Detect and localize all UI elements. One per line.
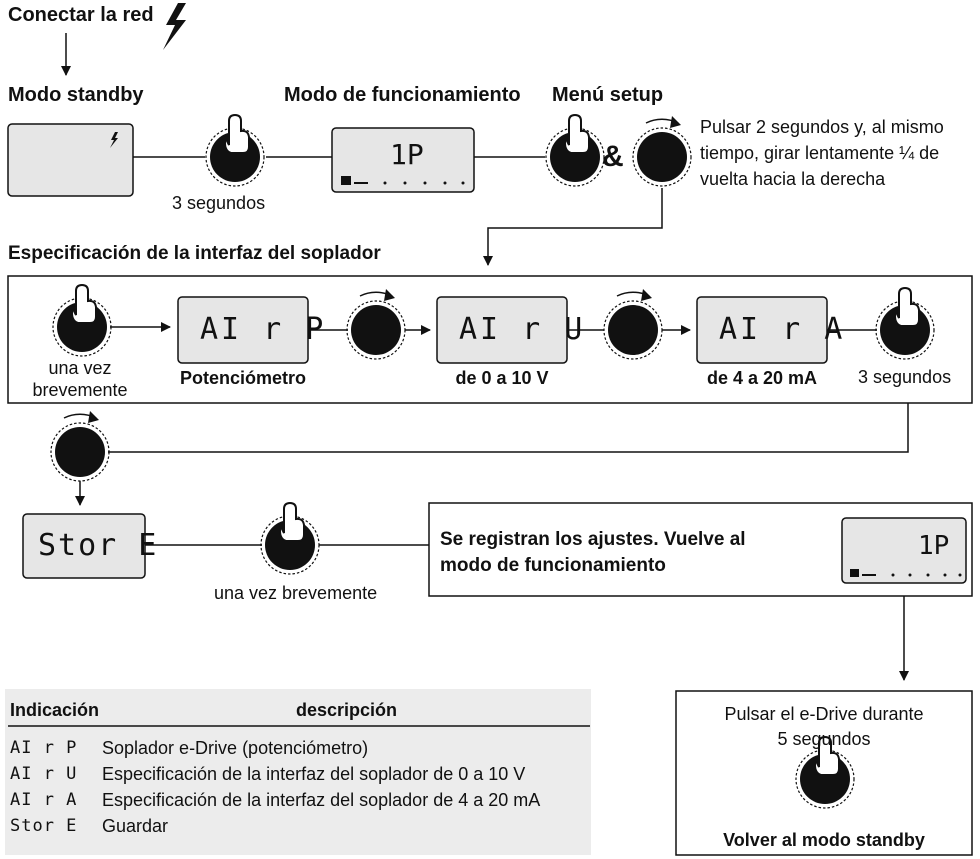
lcd-main-value: 1P xyxy=(390,138,424,171)
option-volt-label: de 0 a 10 V xyxy=(455,368,549,388)
lightning-small-icon xyxy=(110,132,118,148)
option-volt-display: AI r U xyxy=(459,312,586,347)
knob-press-setup xyxy=(545,114,605,187)
knob-press-end xyxy=(875,287,935,360)
store-press-label: una vez brevemente xyxy=(214,583,378,603)
knob-press-store xyxy=(260,502,320,575)
lcd-small-value: 1P xyxy=(918,531,950,561)
three-seconds-label: 3 segundos xyxy=(172,193,266,213)
setup-instruction: Pulsar 2 segundos y, al mismo tiempo, gi… xyxy=(700,117,944,189)
legend-header-code: Indicación xyxy=(10,700,100,720)
operation-display-small xyxy=(841,517,967,584)
store-display xyxy=(22,513,146,579)
ampersand: & xyxy=(602,140,624,173)
knob-press-top xyxy=(205,114,265,187)
press-once-label: una vez brevemente xyxy=(32,358,128,400)
standby-display xyxy=(7,123,134,197)
operation-display xyxy=(331,127,475,193)
legend-code-2: AI r U xyxy=(10,764,78,784)
knob-rotate-1 xyxy=(346,288,406,360)
knob-rotate-return xyxy=(50,410,110,482)
option-pot-label: Potenciómetro xyxy=(179,368,307,388)
legend-code-1: AI r P xyxy=(10,738,78,758)
legend-code-3: AI r A xyxy=(10,790,78,810)
standby-instruction: Pulsar el e-Drive durante 5 segundos xyxy=(724,704,924,749)
operation-title: Modo de funcionamiento xyxy=(284,84,521,106)
option-ma-display: AI r A xyxy=(719,312,846,347)
setup-title: Menú setup xyxy=(552,84,664,106)
section-title: Especificación de la interfaz del soplad… xyxy=(8,243,381,264)
legend-desc-4: Guardar xyxy=(102,816,169,836)
legend-header-desc: descripción xyxy=(296,700,398,720)
store-display-text: Stor E xyxy=(38,528,159,563)
legend-desc-1: Soplador e-Drive (potenciómetro) xyxy=(102,738,369,758)
legend-background xyxy=(5,689,591,855)
knob-rotate-2 xyxy=(603,288,663,360)
connect-label: Conectar la red xyxy=(8,4,154,26)
legend-desc-3: Especificación de la interfaz del soplad… xyxy=(102,790,541,810)
interface-section-frame xyxy=(7,275,973,404)
option-pot-display: AI r P xyxy=(200,312,327,347)
lightning-icon xyxy=(163,3,186,50)
legend-desc-2: Especificación de la interfaz del soplad… xyxy=(102,764,526,784)
knob-press-start xyxy=(52,284,112,357)
legend-code-4: Stor E xyxy=(10,816,78,836)
knob-rotate-setup xyxy=(632,115,692,187)
standby-footer: Volver al modo standby xyxy=(723,830,925,850)
three-seconds-section: 3 segundos xyxy=(858,367,952,387)
standby-title: Modo standby xyxy=(8,84,144,106)
store-message: Se registran los ajustes. Vuelve al modo… xyxy=(440,529,746,576)
option-ma-label: de 4 a 20 mA xyxy=(706,368,818,388)
